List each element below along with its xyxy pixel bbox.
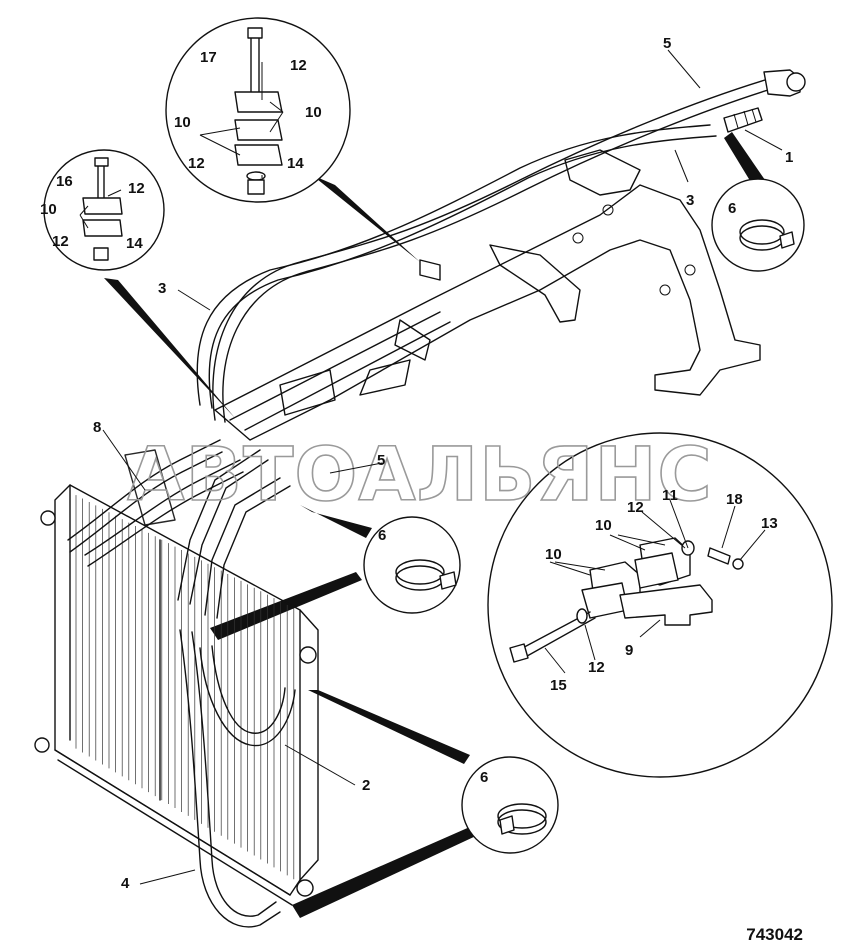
callout-leaders — [79, 49, 783, 885]
detail-hose-clip-middle — [363, 516, 461, 614]
adapter-1 — [723, 107, 763, 133]
detail-leaders — [104, 132, 765, 918]
pipe-5 — [212, 69, 806, 423]
detail-hose-clip-top — [711, 178, 805, 272]
callout-15: 15 — [550, 677, 567, 694]
detail-hose-clip-bottom — [461, 756, 559, 854]
callout-13: 13 — [761, 515, 778, 532]
callout-12-d: 12 — [52, 233, 69, 250]
detail-clamp-stack-large — [165, 17, 351, 203]
hose-2 — [199, 645, 296, 747]
callout-1: 1 — [785, 149, 793, 166]
callout-6-top: 6 — [728, 200, 736, 217]
detail-bracket-assembly — [487, 432, 833, 778]
callout-5-lower: 5 — [377, 452, 385, 469]
callout-3-left: 3 — [158, 280, 166, 297]
callout-12-c: 12 — [128, 180, 145, 197]
callout-labels: 5 1 3 6 3 8 5 6 2 6 4 17 12 10 10 12 14 … — [40, 35, 793, 892]
pipe-3-upper — [196, 124, 717, 409]
callout-8: 8 — [93, 419, 101, 436]
watermark: АВТОАЛЬЯНС — [127, 432, 712, 518]
callout-9: 9 — [625, 642, 633, 659]
hose-8 — [67, 439, 291, 619]
callout-6-bottom: 6 — [480, 769, 488, 786]
callout-10-a: 10 — [305, 104, 322, 121]
callout-12-b: 12 — [188, 155, 205, 172]
callout-10-c: 10 — [40, 201, 57, 218]
mounting-frame — [214, 149, 761, 441]
callout-11: 11 — [662, 487, 678, 504]
callout-10-e: 10 — [545, 546, 562, 563]
callout-5-upper: 5 — [663, 35, 671, 52]
drawing-number: 743042 — [746, 925, 803, 944]
callout-12-a: 12 — [290, 57, 307, 74]
callout-10-b: 10 — [174, 114, 191, 131]
callout-10-d: 10 — [595, 517, 612, 534]
callout-18: 18 — [726, 491, 743, 508]
callout-2: 2 — [362, 777, 370, 794]
callout-16: 16 — [56, 173, 73, 190]
callout-12-e: 12 — [627, 499, 644, 516]
callout-14-a: 14 — [287, 155, 304, 172]
callout-17: 17 — [200, 49, 217, 66]
callout-3-right: 3 — [686, 192, 694, 209]
callout-14-b: 14 — [126, 235, 143, 252]
callout-12-f: 12 — [588, 659, 605, 676]
hose-4 — [179, 629, 281, 928]
detail-clamp-stack-small — [43, 149, 165, 271]
callout-6-middle: 6 — [378, 527, 386, 544]
callout-4: 4 — [121, 875, 130, 892]
oil-cooler — [34, 484, 319, 906]
